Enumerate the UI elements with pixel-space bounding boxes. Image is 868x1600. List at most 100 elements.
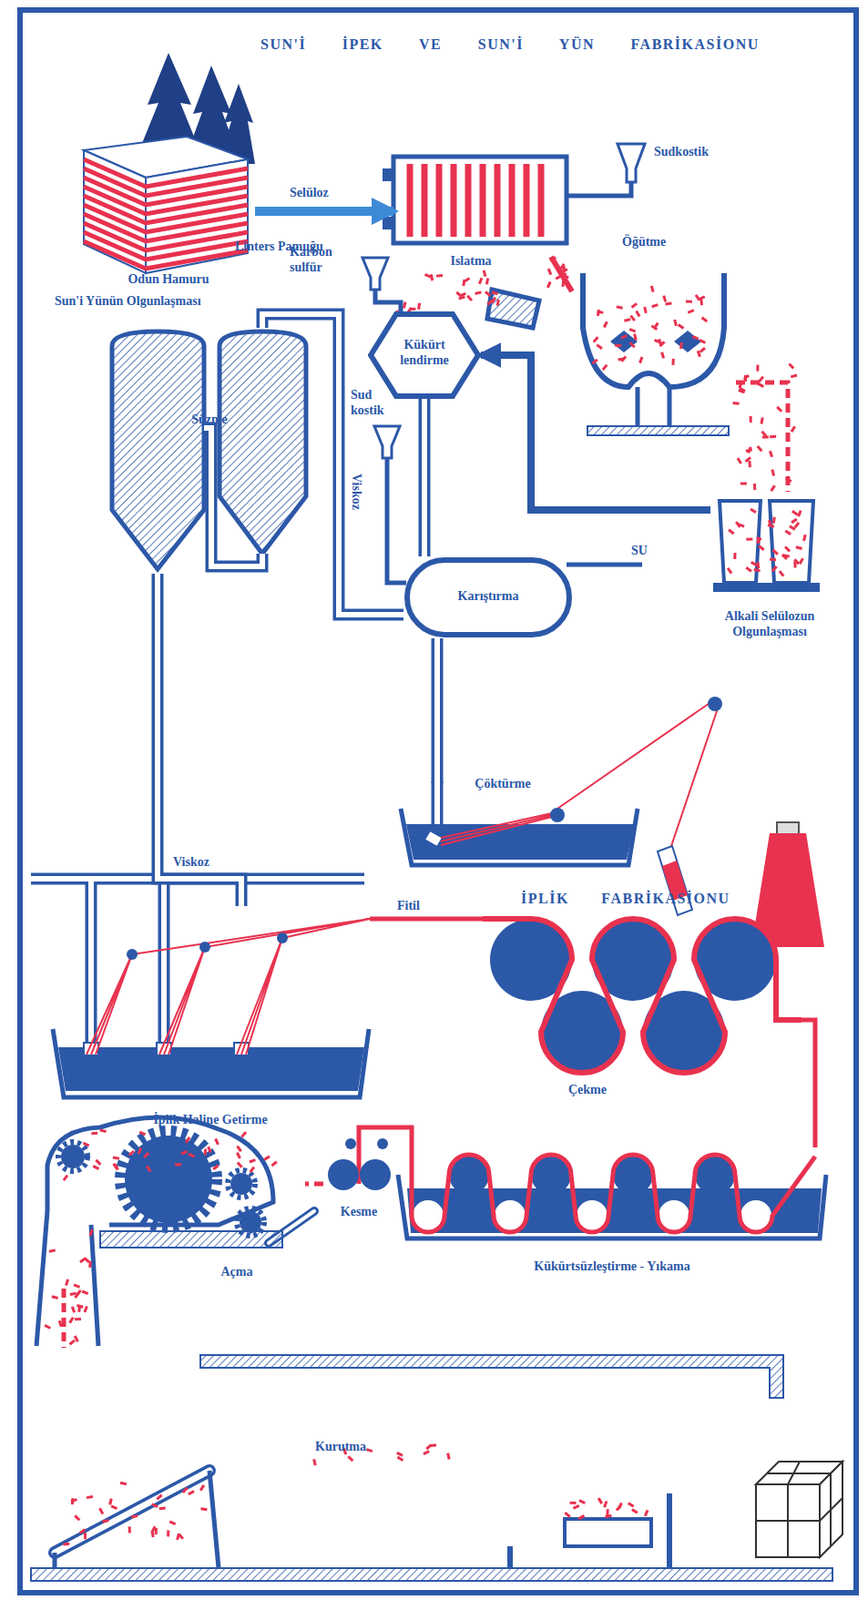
node-text: Kesme bbox=[323, 1204, 395, 1220]
fibre-crumb bbox=[424, 273, 432, 278]
fibre-crumb bbox=[187, 1490, 195, 1496]
fibre-crumb bbox=[429, 1443, 437, 1447]
fibre-crumb bbox=[69, 1292, 76, 1297]
fibre-crumb bbox=[240, 1131, 247, 1138]
bin-stand bbox=[713, 582, 820, 593]
frame bbox=[20, 10, 857, 1594]
fibre-crumb bbox=[402, 301, 408, 309]
fibre-crumb bbox=[634, 310, 641, 318]
fibre-crumb bbox=[366, 1448, 374, 1453]
fibre-crumb bbox=[546, 281, 552, 289]
fibre-crumb bbox=[73, 1335, 80, 1343]
fibre-crumb bbox=[793, 561, 797, 568]
node-text: Karıştırma bbox=[403, 588, 573, 604]
connector-label: Viskoz bbox=[173, 854, 210, 870]
fibre-crumb bbox=[743, 374, 750, 381]
fibre-crumb bbox=[793, 521, 800, 529]
funnel bbox=[617, 143, 645, 183]
fibre-crumb bbox=[643, 306, 647, 314]
connector bbox=[424, 398, 426, 557]
fibre-crumb bbox=[184, 1136, 192, 1144]
fibre-crumb bbox=[206, 1146, 213, 1154]
process-node: Öğütme bbox=[571, 264, 736, 442]
connector bbox=[801, 1020, 816, 1148]
fibre-crumb bbox=[199, 1484, 205, 1492]
chute-line bbox=[551, 256, 572, 292]
connector bbox=[63, 1288, 65, 1348]
bath bbox=[400, 808, 638, 866]
node-text: Çöktürme bbox=[452, 776, 553, 792]
fibre-crumb bbox=[86, 1495, 93, 1500]
press-plates bbox=[409, 163, 542, 237]
fibre-crumb bbox=[131, 1514, 138, 1519]
process-label: Sud kostik bbox=[350, 387, 388, 419]
connector bbox=[735, 382, 788, 492]
bath-liquid bbox=[58, 1047, 365, 1092]
fibre-crumb bbox=[81, 1290, 90, 1296]
fibre-crumb bbox=[466, 295, 473, 302]
fibre-crumb bbox=[651, 324, 658, 330]
node-text: Kükürt lendirme bbox=[392, 336, 457, 368]
process-node: Çekme bbox=[482, 874, 802, 1098]
fibre-crumb bbox=[110, 1504, 118, 1511]
node-text: İplik Haline Getirme bbox=[51, 1112, 370, 1128]
fibre-crumb bbox=[776, 406, 783, 413]
fibre-crumb bbox=[58, 1320, 63, 1328]
fibre-crumb bbox=[629, 327, 637, 333]
title: SUN'İ İPEK VE SUN'İ YÜN FABRİKASİONU bbox=[260, 36, 760, 53]
feed-pipe bbox=[566, 182, 632, 196]
connector bbox=[358, 1127, 412, 1148]
node-text: Çekme bbox=[528, 1082, 647, 1098]
section-heading: İPLİK FABRİKASİONU bbox=[520, 890, 731, 908]
fibre-crumb bbox=[248, 1158, 256, 1164]
fibre-crumb bbox=[597, 1497, 603, 1505]
fibre-flow bbox=[735, 382, 788, 492]
dryer-tray bbox=[564, 1519, 652, 1547]
fibre-crumb bbox=[578, 1499, 586, 1505]
fibre-crumb bbox=[49, 1248, 56, 1253]
fibre-flow bbox=[61, 1288, 67, 1348]
fibre-crumb bbox=[694, 294, 701, 302]
fibre-crumb bbox=[614, 344, 622, 348]
fibre-crumb bbox=[753, 483, 756, 491]
fibre-crumb bbox=[660, 351, 665, 359]
grinder-bowl bbox=[582, 273, 725, 388]
pulp-layers bbox=[83, 159, 248, 269]
fibre-crumb bbox=[662, 295, 667, 303]
fibre-crumb bbox=[212, 1164, 219, 1172]
fibre-crumb bbox=[790, 425, 797, 433]
fibre-crumb bbox=[64, 1278, 70, 1287]
fibre-crumb bbox=[787, 362, 795, 369]
connector bbox=[157, 573, 242, 907]
opener-housing bbox=[47, 1117, 274, 1226]
fibre-crumb bbox=[591, 358, 598, 366]
process-label: Sun'i Yünün Olgunlaşması bbox=[54, 293, 292, 309]
fibre-crumb bbox=[592, 336, 600, 343]
fibre-crumb bbox=[177, 1533, 184, 1541]
node-text: Alkali Selülozun Olgunlaşması bbox=[710, 608, 829, 640]
pipe-wall bbox=[431, 781, 444, 825]
connector bbox=[551, 256, 572, 292]
fibre-crumb bbox=[620, 334, 628, 340]
fibre-crumb bbox=[572, 1504, 581, 1511]
fibre-crumb bbox=[71, 1306, 76, 1314]
fibre-crumb bbox=[772, 517, 777, 524]
fibre-crumb bbox=[602, 364, 609, 371]
fibre-crumb bbox=[781, 553, 788, 561]
fibre-crumb bbox=[756, 382, 765, 389]
tow-line bbox=[369, 917, 483, 922]
connector bbox=[369, 919, 483, 920]
tow-line bbox=[358, 1127, 412, 1148]
process-node: Açma bbox=[40, 1115, 306, 1289]
fibre-crumb bbox=[214, 1138, 220, 1146]
pipe-core bbox=[30, 878, 365, 1043]
gear bbox=[239, 1211, 262, 1234]
fibre-crumb bbox=[235, 1145, 243, 1153]
fibre-crumb bbox=[620, 356, 627, 363]
fibre-crumb bbox=[151, 1526, 157, 1534]
fibre-crumb bbox=[69, 1339, 76, 1347]
fibre-crumb bbox=[604, 1514, 612, 1519]
fibre-crumb bbox=[736, 457, 743, 465]
fibre-crumb bbox=[673, 319, 678, 327]
